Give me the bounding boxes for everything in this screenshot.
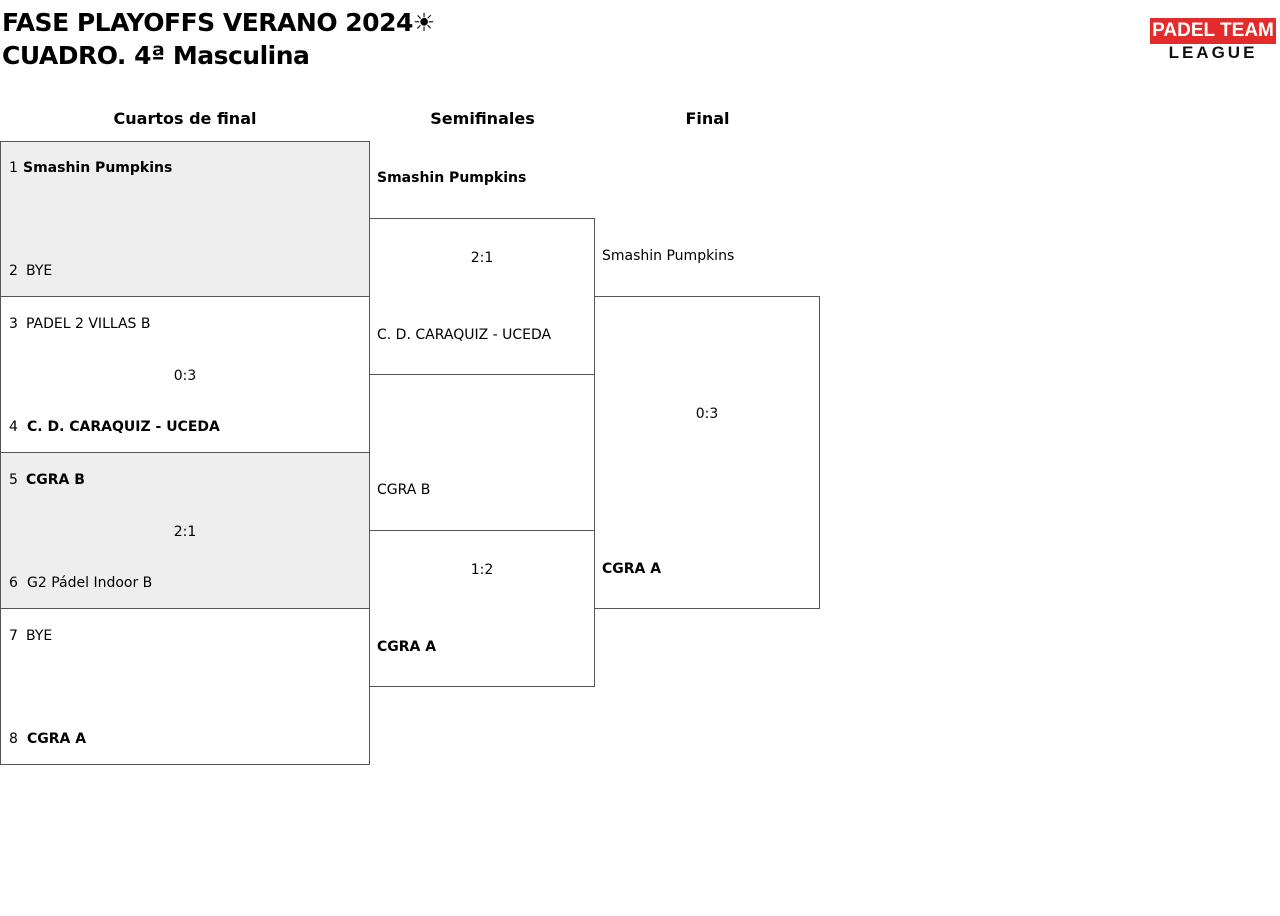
logo-line-1: PADEL TEAM — [1150, 18, 1276, 44]
seed-number: 2 — [9, 263, 18, 279]
team-name[interactable]: CGRA A — [602, 561, 662, 577]
team-name[interactable]: BYE — [26, 628, 53, 644]
seed-number: 1 — [9, 160, 18, 176]
team-name[interactable]: G2 Pádel Indoor B — [27, 575, 153, 591]
round-label-semifinals: Semifinales — [430, 109, 535, 128]
page-title: FASE PLAYOFFS VERANO 2024☀ CUADRO. 4ª Ma… — [2, 6, 435, 72]
match-score: 1:2 — [470, 562, 494, 578]
team-name[interactable]: PADEL 2 VILLAS B — [26, 316, 151, 332]
match-score: 0:3 — [173, 368, 197, 384]
quarterfinal-match-2: 3 PADEL 2 VILLAS B 0:3 4 C. D. CARAQUIZ … — [0, 296, 370, 453]
semifinal-match-2: 1:2 CGRA A — [369, 530, 595, 687]
match-score: 2:1 — [173, 524, 197, 540]
final-match: 0:3 CGRA A — [594, 296, 820, 609]
seed-number: 8 — [9, 731, 18, 747]
match-score: 0:3 — [695, 406, 719, 422]
match-score: 2:1 — [470, 250, 494, 266]
quarterfinal-match-1: 1 Smashin Pumpkins 2 BYE — [0, 141, 370, 297]
semifinal-match-1: 2:1 C. D. CARAQUIZ - UCEDA — [369, 218, 595, 375]
seed-number: 7 — [9, 628, 18, 644]
seed-number: 6 — [9, 575, 18, 591]
team-name[interactable]: BYE — [26, 263, 53, 279]
semifinal-2-team-a[interactable]: CGRA B — [377, 482, 431, 498]
team-name[interactable]: CGRA B — [26, 472, 85, 488]
logo-line-2: LEAGUE — [1168, 43, 1258, 62]
league-logo: PADEL TEAM LEAGUE — [1150, 18, 1276, 64]
semifinal-1-team-a[interactable]: Smashin Pumpkins — [377, 170, 527, 186]
final-team-a[interactable]: Smashin Pumpkins — [602, 248, 735, 264]
quarterfinal-match-4: 7 BYE 8 CGRA A — [0, 608, 370, 765]
team-name[interactable]: CGRA A — [27, 731, 87, 747]
team-name[interactable]: C. D. CARAQUIZ - UCEDA — [27, 419, 220, 435]
title-line-2: CUADRO. 4ª Masculina — [2, 41, 310, 70]
seed-number: 5 — [9, 472, 18, 488]
team-name[interactable]: Smashin Pumpkins — [23, 160, 173, 176]
team-name[interactable]: C. D. CARAQUIZ - UCEDA — [377, 327, 552, 343]
team-name[interactable]: CGRA A — [377, 639, 437, 655]
round-label-final: Final — [685, 109, 730, 128]
seed-number: 4 — [9, 419, 18, 435]
quarterfinal-match-3: 5 CGRA B 2:1 6 G2 Pádel Indoor B — [0, 452, 370, 609]
title-line-1: FASE PLAYOFFS VERANO 2024☀ — [2, 8, 435, 37]
seed-number: 3 — [9, 316, 18, 332]
round-label-quarterfinals: Cuartos de final — [113, 109, 257, 128]
